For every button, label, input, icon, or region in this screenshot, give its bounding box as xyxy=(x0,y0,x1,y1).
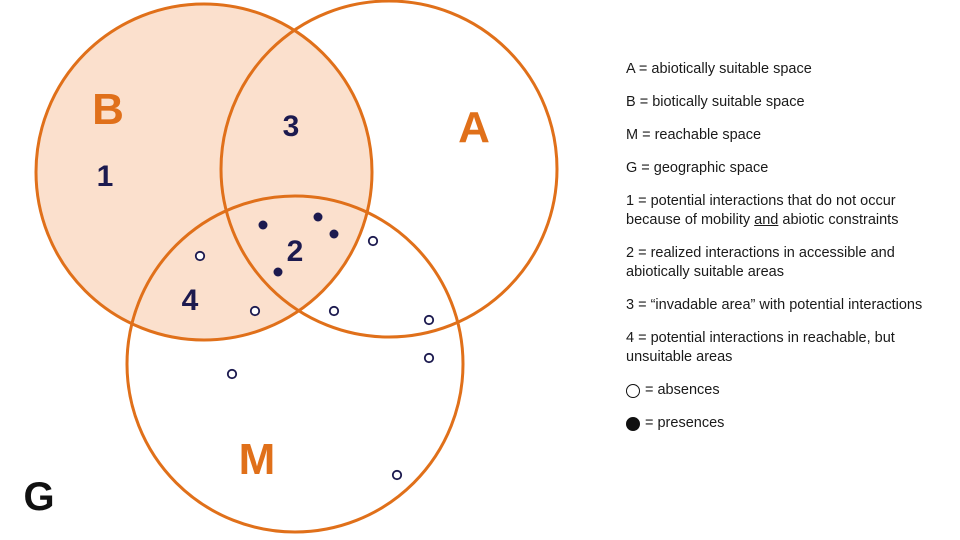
legend-g: G = geographic space xyxy=(626,160,769,176)
legend-region-1-underlined: and xyxy=(754,212,779,228)
absence-point-6 xyxy=(423,352,435,364)
open-circle-icon xyxy=(626,383,640,398)
region-3: 3 xyxy=(283,110,300,143)
set-label-b: B xyxy=(92,85,124,134)
absence-point-8 xyxy=(391,469,403,481)
circle-m xyxy=(125,194,465,534)
legend-region-1-pre: 1 = potential interactions that do not o… xyxy=(626,193,896,228)
points-layer xyxy=(194,212,435,481)
presence-point-2 xyxy=(313,212,323,222)
circle-b xyxy=(34,2,374,342)
legend-region-1-post: abiotic constraints xyxy=(778,212,899,228)
legend-region-4: 4 = potential interactions in reachable,… xyxy=(626,330,895,365)
absence-point-1 xyxy=(194,250,206,262)
region-1: 1 xyxy=(97,160,114,193)
circle-b-fill xyxy=(36,4,372,340)
legend-presences-label: = presences xyxy=(645,415,725,431)
legend-region-1: 1 = potential interactions that do not o… xyxy=(626,192,946,230)
legend-absences-label: = absences xyxy=(645,382,720,398)
region-2: 2 xyxy=(287,235,304,268)
absence-point-4 xyxy=(328,305,340,317)
circle-a xyxy=(219,0,559,339)
region-4: 4 xyxy=(182,284,199,317)
legend: A = abiotically suitable space B = bioti… xyxy=(626,60,946,447)
set-label-a: A xyxy=(458,103,490,152)
legend-absences: = absences xyxy=(626,381,946,400)
legend-region-2: 2 = realized interactions in accessible … xyxy=(626,245,895,280)
absence-point-3 xyxy=(367,235,379,247)
legend-region-3: 3 = “invadable area” with potential inte… xyxy=(626,297,923,313)
absence-point-5 xyxy=(423,314,435,326)
absence-point-2 xyxy=(249,305,261,317)
set-label-m: M xyxy=(239,435,276,484)
presence-point-4 xyxy=(273,267,283,277)
absence-point-7 xyxy=(226,368,238,380)
legend-b: B = biotically suitable space xyxy=(626,94,805,110)
legend-a: A = abiotically suitable space xyxy=(626,61,812,77)
space-label-g: G xyxy=(23,475,54,519)
presence-point-1 xyxy=(258,220,268,230)
legend-presences: = presences xyxy=(626,414,946,433)
filled-circle-icon xyxy=(626,416,640,431)
venn-diagram: B A M 1 2 3 4 G xyxy=(23,0,559,534)
legend-m: M = reachable space xyxy=(626,127,762,143)
presence-point-3 xyxy=(329,229,339,239)
